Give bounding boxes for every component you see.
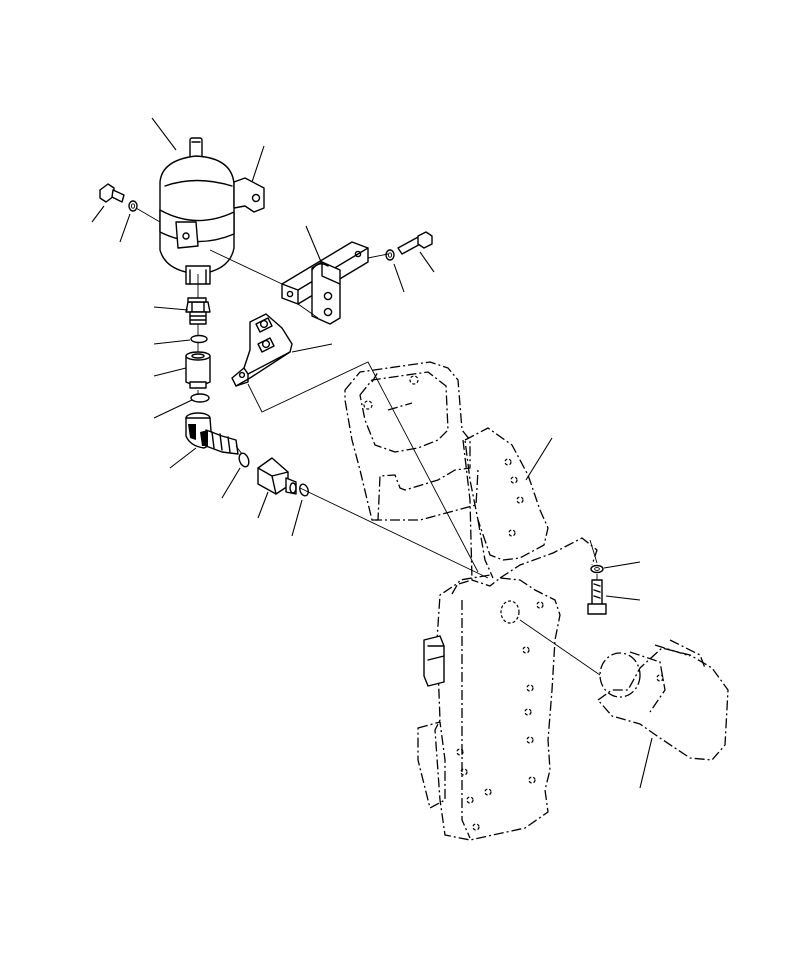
brake-valve xyxy=(597,639,729,761)
brake-pedal-bracket xyxy=(344,361,598,841)
bolt-right xyxy=(397,231,433,255)
connector xyxy=(185,351,211,389)
bolt-left xyxy=(99,183,125,203)
washer-lower xyxy=(590,564,604,574)
washer-left xyxy=(128,200,138,212)
leader-lines xyxy=(91,117,653,789)
o-ring-3 xyxy=(238,452,250,468)
o-ring-2 xyxy=(190,393,210,403)
bracket-plate xyxy=(231,313,293,387)
assembly-lines xyxy=(135,207,601,676)
elbow-fitting xyxy=(185,412,239,455)
accumulator xyxy=(159,137,235,285)
washer-right xyxy=(385,249,395,261)
accumulator-clamp-band xyxy=(175,177,265,249)
union-fitting xyxy=(257,457,297,495)
mounting-bracket xyxy=(281,241,369,325)
adapter-fitting xyxy=(185,297,211,325)
o-ring-1 xyxy=(190,334,208,344)
bolt-lower xyxy=(587,579,607,615)
